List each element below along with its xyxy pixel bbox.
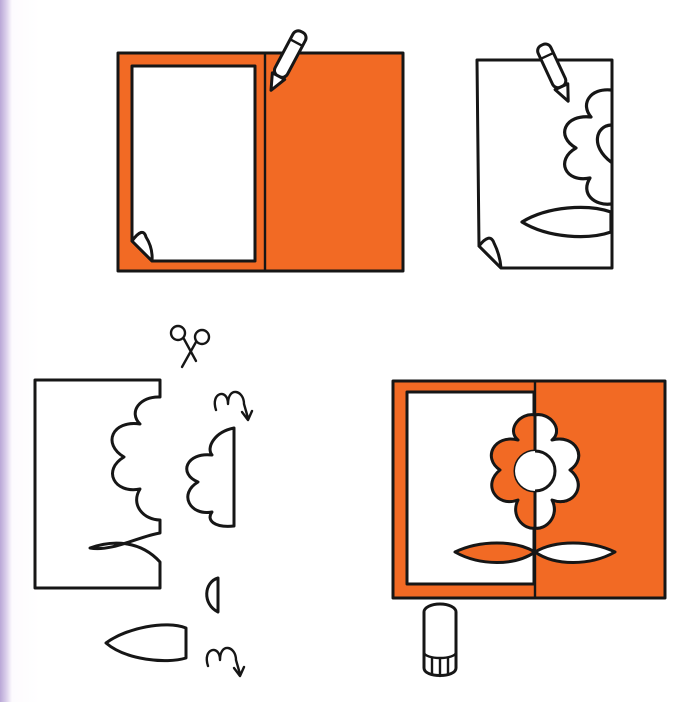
step-2-drawn-template: [477, 42, 612, 268]
glue-bottle-icon: [424, 604, 456, 676]
step-3-cut-pieces: [35, 326, 252, 676]
curl-arrow-icon: [207, 648, 244, 676]
step-1-card-with-template: [118, 29, 403, 271]
cut-leaf-piece: [106, 625, 186, 661]
paper-template-sheet: [132, 66, 255, 261]
cut-template-with-hole: [35, 380, 160, 588]
cut-center-piece: [207, 578, 218, 612]
curl-arrow-icon: [215, 392, 252, 420]
cut-flower-half-piece: [187, 428, 234, 526]
scissors-icon: [171, 326, 209, 367]
step-4-finished-card: [393, 381, 665, 598]
